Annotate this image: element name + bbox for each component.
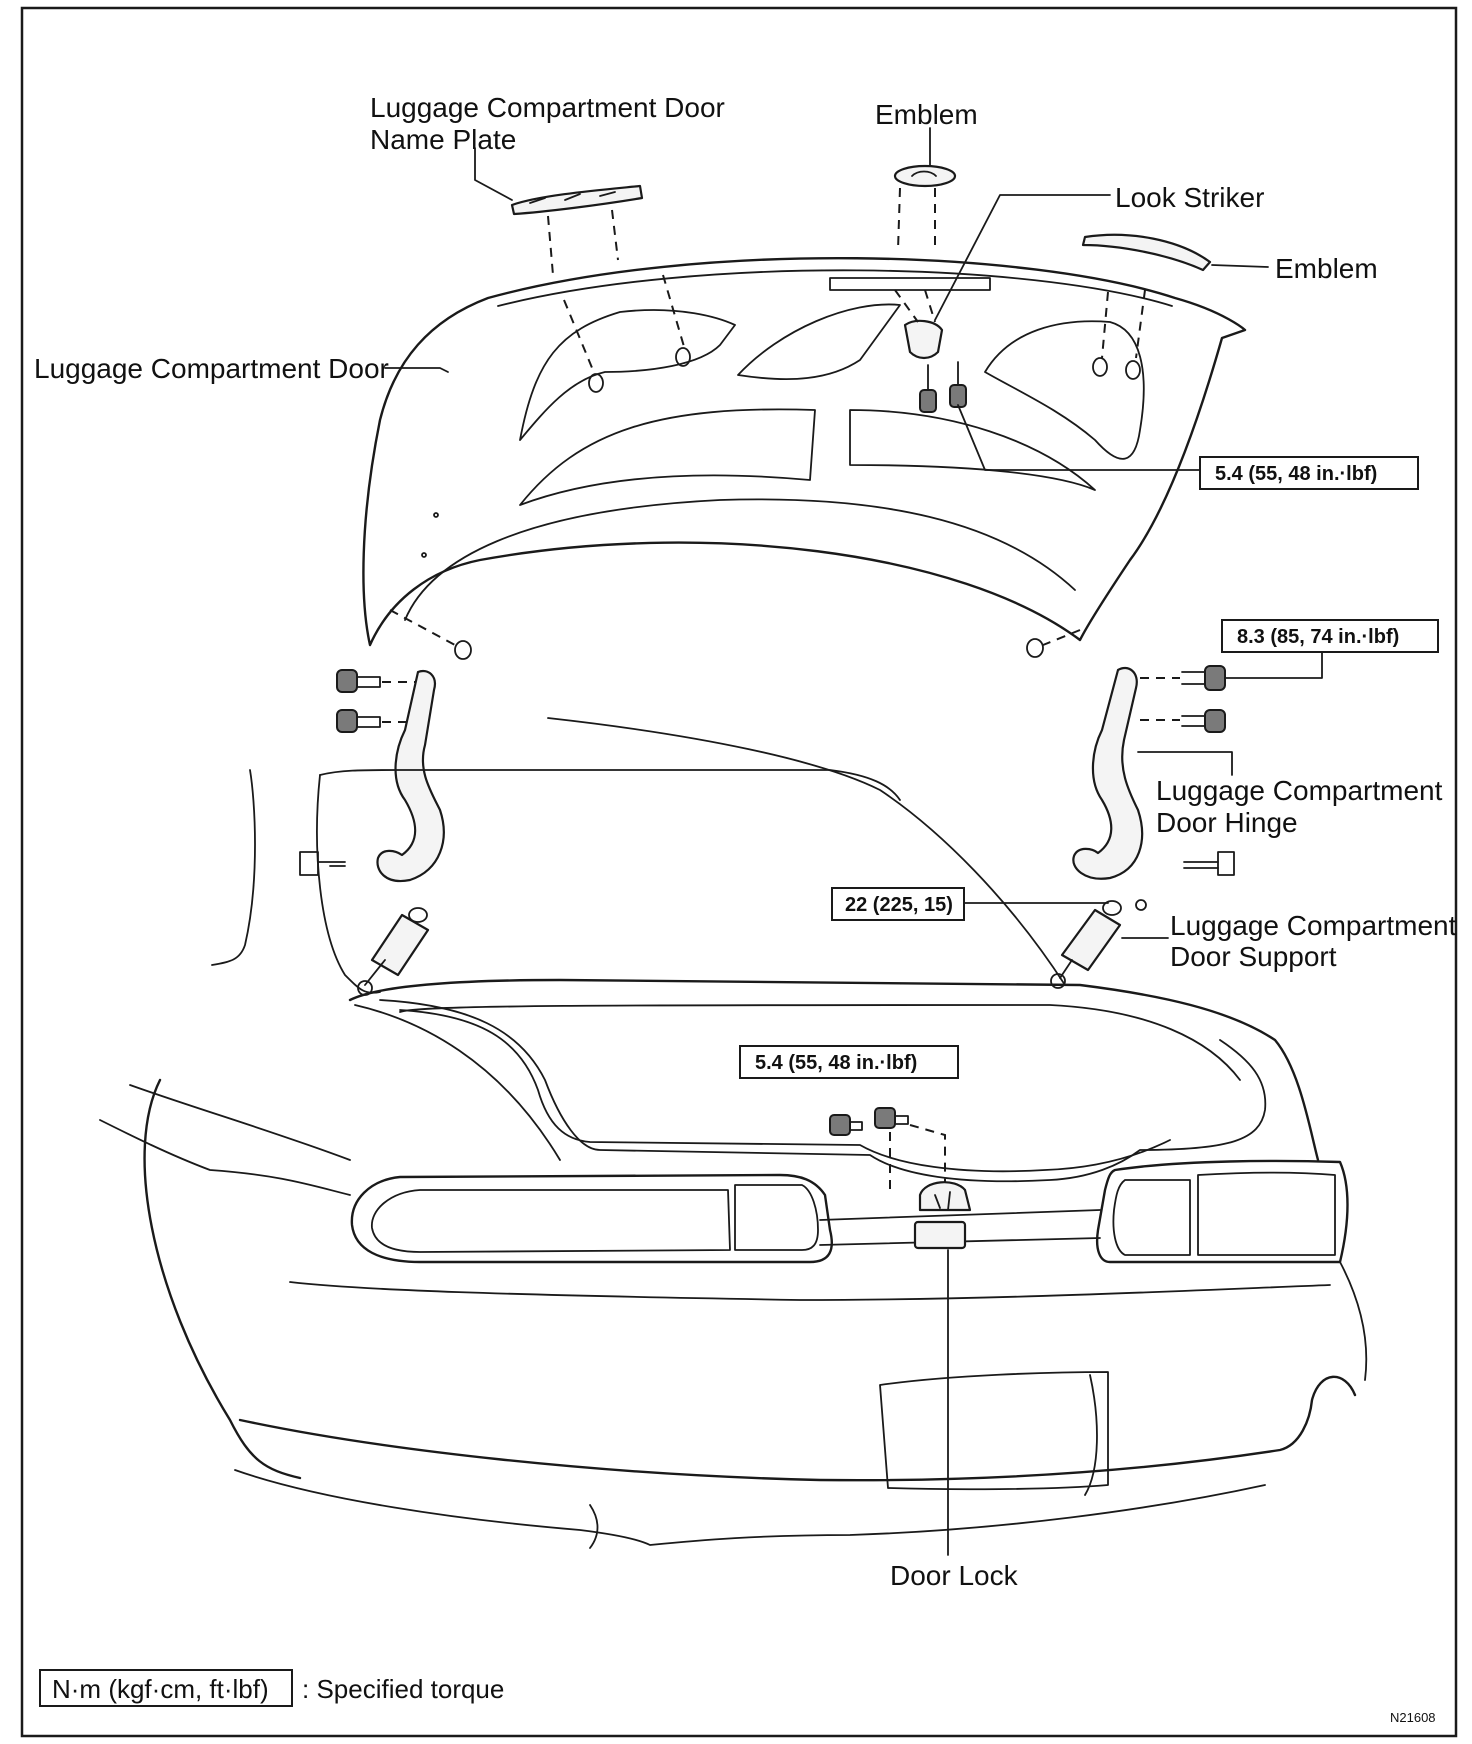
hinge-bolt [336,709,358,733]
label-emblem-right: Emblem [1275,253,1378,284]
label-emblem-center: Emblem [875,99,978,130]
label-hinge-line2: Door Hinge [1156,807,1298,838]
lock-striker-part [903,319,944,360]
svg-text:5.4 (55, 48 in.·lbf): 5.4 (55, 48 in.·lbf) [1215,463,1377,485]
legend-unit: N·m (kgf·cm, ft·lbf) [52,1674,269,1704]
label-door-lock: Door Lock [890,1560,1019,1591]
torque-box-support: 22 (225, 15) [831,887,965,921]
page-frame [20,6,1458,1738]
label-hinge-line1: Luggage Compartment [1156,775,1443,806]
lock-bolt [829,1114,851,1136]
name-plate-part [510,184,644,216]
door-lock-part [829,1107,972,1250]
torque-box-striker: 5.4 (55, 48 in.·lbf) [1199,456,1419,490]
left-hinge-assembly [299,669,445,883]
label-lock-striker: Look Striker [1115,182,1264,213]
figure-code: N21608 [1390,1710,1436,1725]
left-hinge-part [376,669,445,883]
striker-bolt [949,384,967,408]
hinge-bolt [1204,665,1226,691]
hinge-bolt [1204,709,1226,733]
car-body-drawing [99,717,1368,1549]
torque-box-door-lock: 5.4 (55, 48 in.·lbf) [739,1045,959,1079]
striker-bolt [919,389,937,413]
lock-bolt [874,1107,896,1129]
right-hinge-assembly [1072,665,1235,880]
svg-text:22 (225, 15): 22 (225, 15) [845,894,953,916]
label-name-plate-line1: Luggage Compartment Door [370,92,725,123]
torque-legend: N·m (kgf·cm, ft·lbf) : Specified torque [39,1669,504,1707]
hinge-bolt [336,669,358,693]
emblem-right-part [1081,233,1212,272]
legend-text: : Specified torque [302,1674,504,1704]
svg-text:8.3 (85, 74 in.·lbf): 8.3 (85, 74 in.·lbf) [1237,626,1399,648]
emblem-center-part [893,164,957,188]
label-support-line1: Luggage Compartment [1170,910,1457,941]
right-door-support-part [1050,899,1147,989]
label-luggage-door: Luggage Compartment Door [34,353,389,384]
svg-text:5.4 (55, 48 in.·lbf): 5.4 (55, 48 in.·lbf) [755,1052,917,1074]
label-support-line2: Door Support [1170,941,1337,972]
right-hinge-part [1072,666,1144,880]
label-name-plate-line2: Name Plate [370,124,516,155]
torque-box-hinge: 8.3 (85, 74 in.·lbf) [1221,619,1439,653]
luggage-compartment-door-drawing [362,256,1247,647]
left-door-support-part [357,907,430,996]
